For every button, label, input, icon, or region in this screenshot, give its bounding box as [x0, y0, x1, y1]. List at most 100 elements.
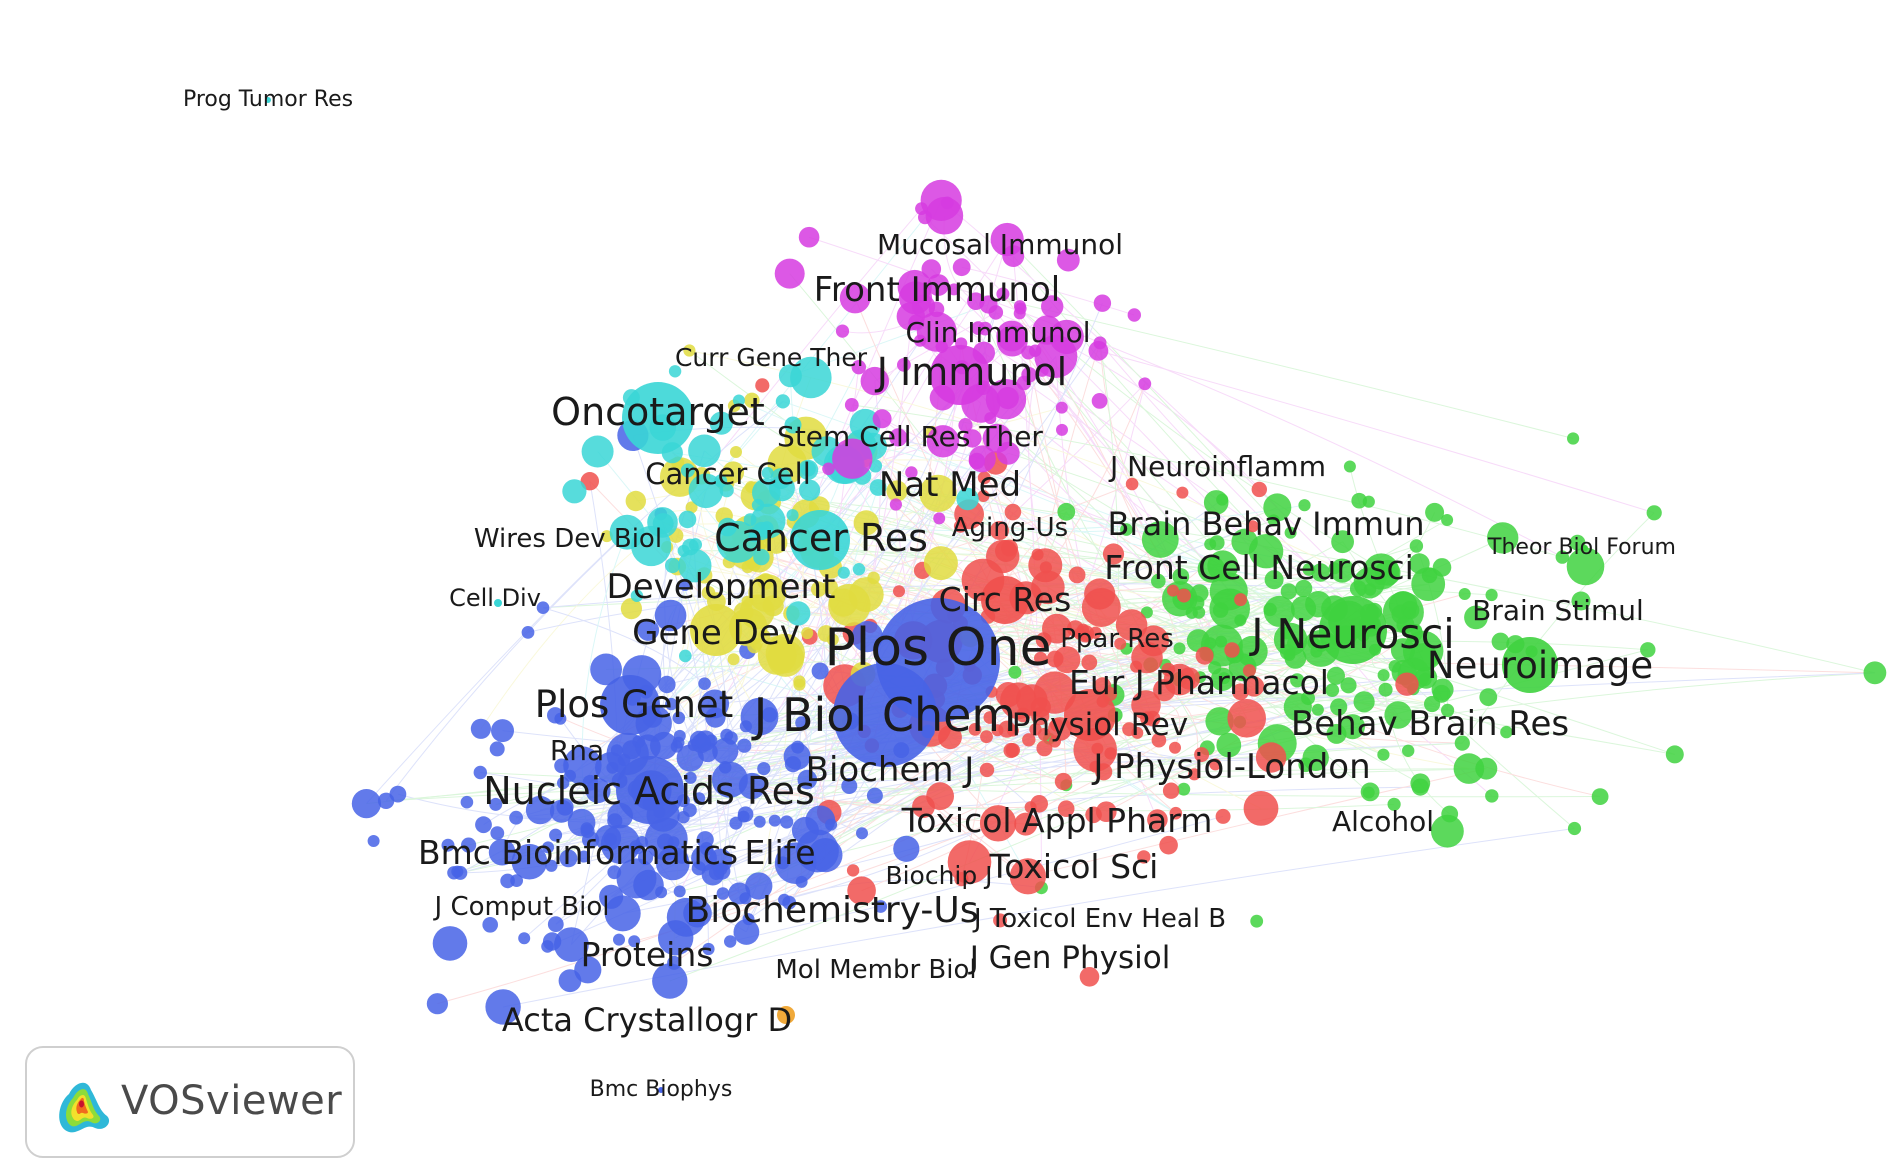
network-node	[1377, 669, 1390, 682]
network-node	[1216, 493, 1229, 506]
network-node	[1298, 757, 1313, 773]
network-node	[869, 479, 887, 496]
network-node	[1204, 538, 1217, 551]
label-biochemistry-us[interactable]: Biochemistry-Us	[686, 890, 979, 931]
network-hub-node	[690, 604, 742, 656]
label-j-toxicol-env-heal-b[interactable]: J Toxicol Env Heal B	[972, 904, 1226, 934]
label-j-gen-physiol[interactable]: J Gen Physiol	[968, 940, 1171, 976]
label-cell-div[interactable]: Cell Div	[449, 584, 541, 612]
network-node	[1405, 624, 1423, 643]
network-node	[426, 993, 448, 1015]
label-plos-genet[interactable]: Plos Genet	[535, 683, 733, 726]
label-aging-us[interactable]: Aging-Us	[952, 513, 1068, 543]
network-node	[1425, 502, 1445, 522]
label-cancer-res[interactable]: Cancer Res	[714, 516, 928, 560]
label-nucleic-acids-res[interactable]: Nucleic Acids Res	[483, 769, 815, 813]
network-node	[1863, 661, 1887, 685]
network-node	[952, 258, 971, 277]
label-bmc-biophys[interactable]: Bmc Biophys	[590, 1077, 733, 1102]
label-brain-stimul[interactable]: Brain Stimul	[1472, 594, 1644, 627]
network-node	[1122, 722, 1137, 737]
network-node	[1046, 650, 1064, 668]
network-node	[1188, 768, 1201, 781]
label-j-physiol-london[interactable]: J Physiol-London	[1091, 747, 1370, 787]
label-j-comput-biol[interactable]: J Comput Biol	[433, 892, 610, 922]
label-curr-gene-ther[interactable]: Curr Gene Ther	[675, 343, 868, 372]
network-link	[590, 769, 988, 841]
network-link	[1099, 342, 1120, 716]
label-toxicol-sci[interactable]: Toxicol Sci	[989, 847, 1159, 886]
label-mol-membr-biol[interactable]: Mol Membr Biol	[775, 955, 976, 985]
label-toxicol-appl-pharm[interactable]: Toxicol Appl Pharm	[901, 801, 1213, 840]
label-mucosal-immunol[interactable]: Mucosal Immunol	[877, 228, 1123, 261]
label-biochem-j[interactable]: Biochem J	[806, 750, 975, 790]
network-node	[666, 897, 706, 937]
label-alcohol[interactable]: Alcohol	[1332, 805, 1434, 838]
network-node	[536, 601, 550, 614]
label-brain-behav-immun[interactable]: Brain Behav Immun	[1107, 505, 1424, 543]
network-node	[625, 490, 646, 512]
network-node	[980, 730, 993, 744]
network-node	[757, 762, 771, 776]
label-j-neuroinflamm[interactable]: J Neuroinflamm	[1108, 450, 1326, 483]
network-node	[441, 838, 455, 852]
network-node	[1555, 550, 1570, 564]
label-oncotarget[interactable]: Oncotarget	[551, 390, 765, 434]
network-node	[1115, 609, 1148, 641]
network-node	[1485, 588, 1498, 602]
label-ppar-res[interactable]: Ppar Res	[1060, 624, 1174, 654]
label-acta-crystallogr-d[interactable]: Acta Crystallogr D	[502, 1001, 792, 1039]
network-node	[1330, 698, 1348, 716]
label-j-immunol[interactable]: J Immunol	[875, 350, 1068, 394]
label-wires-dev-biol[interactable]: Wires Dev Biol	[474, 524, 662, 554]
network-node	[1173, 642, 1186, 655]
label-j-biol-chem[interactable]: J Biol Chem	[751, 688, 1016, 742]
label-stem-cell-res-ther[interactable]: Stem Cell Res Ther	[777, 420, 1043, 453]
label-theor-biol-forum[interactable]: Theor Biol Forum	[1487, 535, 1676, 560]
label-nat-med[interactable]: Nat Med	[879, 465, 1021, 505]
network-link	[662, 383, 1146, 816]
label-behav-brain-res[interactable]: Behav Brain Res	[1291, 704, 1569, 744]
label-plos-one[interactable]: Plos One	[824, 618, 1051, 678]
label-front-immunol[interactable]: Front Immunol	[814, 270, 1060, 310]
label-bmc-bioinformatics[interactable]: Bmc Bioinformatics	[418, 833, 738, 872]
network-node	[1004, 503, 1022, 521]
network-node	[1162, 782, 1180, 799]
label-biochip-j[interactable]: Biochip J	[885, 861, 992, 890]
label-j-neurosci[interactable]: J Neurosci	[1248, 610, 1454, 658]
network-link	[542, 607, 705, 685]
label-circ-res[interactable]: Circ Res	[939, 580, 1072, 619]
network-node	[1284, 647, 1307, 669]
network-link	[672, 452, 1180, 681]
label-front-cell-neurosci[interactable]: Front Cell Neurosci	[1104, 548, 1414, 587]
network-hub-node	[981, 576, 1029, 624]
label-neuroimage[interactable]: Neuroimage	[1427, 644, 1653, 687]
network-node	[757, 573, 774, 590]
network-node	[1159, 835, 1178, 855]
network-node	[652, 963, 688, 999]
network-node	[1057, 800, 1075, 817]
label-clin-immunol[interactable]: Clin Immunol	[906, 316, 1091, 349]
network-node	[1209, 758, 1222, 771]
network-node	[585, 778, 611, 804]
label-gene-dev[interactable]: Gene Dev	[632, 613, 800, 653]
label-physiol-rev[interactable]: Physiol Rev	[1012, 707, 1188, 743]
label-elife[interactable]: Elife	[744, 833, 815, 872]
label-prog-tumor-res[interactable]: Prog Tumor Res	[183, 87, 353, 112]
network-node	[1055, 401, 1068, 414]
network-node	[1234, 593, 1248, 607]
network-node	[1567, 432, 1580, 445]
network-node	[685, 501, 698, 514]
label-eur-j-pharmacol[interactable]: Eur J Pharmacol	[1069, 663, 1329, 702]
network-node	[1411, 778, 1429, 796]
network-node	[1177, 782, 1191, 796]
label-rna[interactable]: Rna	[550, 734, 604, 767]
network-node	[616, 858, 657, 899]
label-proteins[interactable]: Proteins	[581, 935, 714, 974]
label-development[interactable]: Development	[607, 567, 836, 607]
network-link	[990, 417, 1159, 582]
label-cancer-cell[interactable]: Cancer Cell	[645, 457, 811, 491]
network-node	[784, 756, 802, 773]
network-node	[1030, 795, 1048, 813]
